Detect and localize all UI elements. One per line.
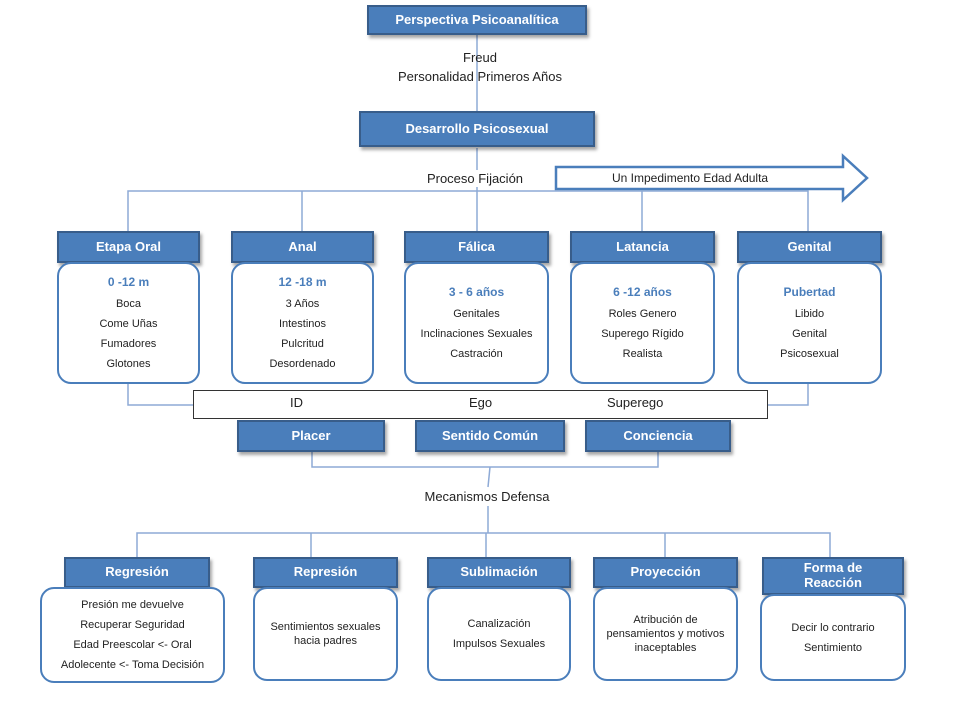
defense-line: Edad Preescolar <- Oral [73,639,192,651]
defense-header-sublimation: Sublimación [427,557,571,588]
ego-label: Ego [469,395,493,410]
psychosexual-development-box: Desarrollo Psicosexual [359,111,595,147]
stage-item: Genitales [453,308,500,320]
stage-item: Intestinos [278,318,327,330]
stage-item: 3 Años [285,298,320,310]
defense-header-regression: Regresión [64,557,210,588]
id-ego-superego-box: ID Ego Superego [193,390,768,419]
stage-item: Roles Genero [608,308,677,320]
defense-line: Decir lo contrario [791,621,875,634]
stage-card-oral: 0 -12 m Boca Come Uñas Fumadores Glotone… [57,262,200,384]
stage-item: Realista [622,348,663,360]
stage-item: Fumadores [100,338,157,350]
stage-age: 6 -12 años [613,285,672,299]
stage-age: 0 -12 m [107,275,150,289]
defense-line: Sentimientos sexuales hacia padres [270,621,381,647]
stage-header-anal: Anal [231,231,374,263]
perspective-title-box: Perspectiva Psicoanalítica [367,5,587,35]
stage-item: Genital [792,328,827,340]
stage-header-latency: Latancia [570,231,715,263]
defense-mechanisms-label: Mecanismos Defensa [424,489,550,504]
stage-card-anal: 12 -18 m 3 Años Intestinos Pulcritud Des… [231,262,374,384]
stage-item: Superego Rígido [601,328,684,340]
id-label: ID [290,395,303,410]
stage-item: Inclinaciones Sexuales [420,328,533,340]
stage-card-latency: 6 -12 años Roles Genero Superego Rígido … [570,262,715,384]
defense-card-reaction-formation: Decir lo contrario Sentimiento [760,594,906,681]
defense-line: Impulsos Sexuales [452,638,546,650]
defense-card-regression: Presión me devuelve Recuperar Seguridad … [40,587,225,683]
common-sense-box: Sentido Común [415,420,565,452]
stage-header-phallic: Fálica [404,231,549,263]
defense-card-sublimation: Canalización Impulsos Sexuales [427,587,571,681]
personality-label: Personalidad Primeros Años [397,69,563,84]
fixation-arrow [554,153,869,203]
defense-line: Atribución de pensamientos y motivos ina… [606,614,725,654]
stage-header-oral: Etapa Oral [57,231,200,263]
stage-item: Glotones [106,358,151,370]
conscience-box: Conciencia [585,420,731,452]
defense-header-repression: Represión [253,557,398,588]
stage-item: Pulcritud [281,338,324,350]
arrow-text: Un Impedimento Edad Adulta [612,171,769,185]
stage-age: Pubertad [783,285,836,299]
defense-card-projection: Atribución de pensamientos y motivos ina… [593,587,738,681]
defense-header-projection: Proyección [593,557,738,588]
pleasure-box: Placer [237,420,385,452]
stage-item: Castración [450,348,503,360]
defense-line: Recuperar Seguridad [80,619,185,631]
stage-item: Boca [115,298,142,310]
stage-age: 3 - 6 años [448,285,505,299]
defense-card-repression: Sentimientos sexuales hacia padres [253,587,398,681]
defense-line: Sentimiento [803,641,863,654]
defense-line: Canalización [467,618,531,630]
freud-label: Freud [463,50,497,65]
defense-line: Adolecente <- Toma Decisión [60,659,205,671]
superego-label: Superego [607,395,664,410]
defense-line: Presión me devuelve [81,599,184,611]
stage-age: 12 -18 m [278,275,327,289]
stage-card-genital: Pubertad Libido Genital Psicosexual [737,262,882,384]
stage-card-phallic: 3 - 6 años Genitales Inclinaciones Sexua… [404,262,549,384]
defense-header-reaction-formation: Forma de Reacción [762,557,904,595]
stage-item: Psicosexual [780,348,839,360]
stage-item: Desordenado [269,358,336,370]
stage-item: Come Uñas [99,318,158,330]
stage-item: Libido [794,308,825,320]
fixation-process-label: Proceso Fijación [400,170,550,187]
stage-header-genital: Genital [737,231,882,263]
